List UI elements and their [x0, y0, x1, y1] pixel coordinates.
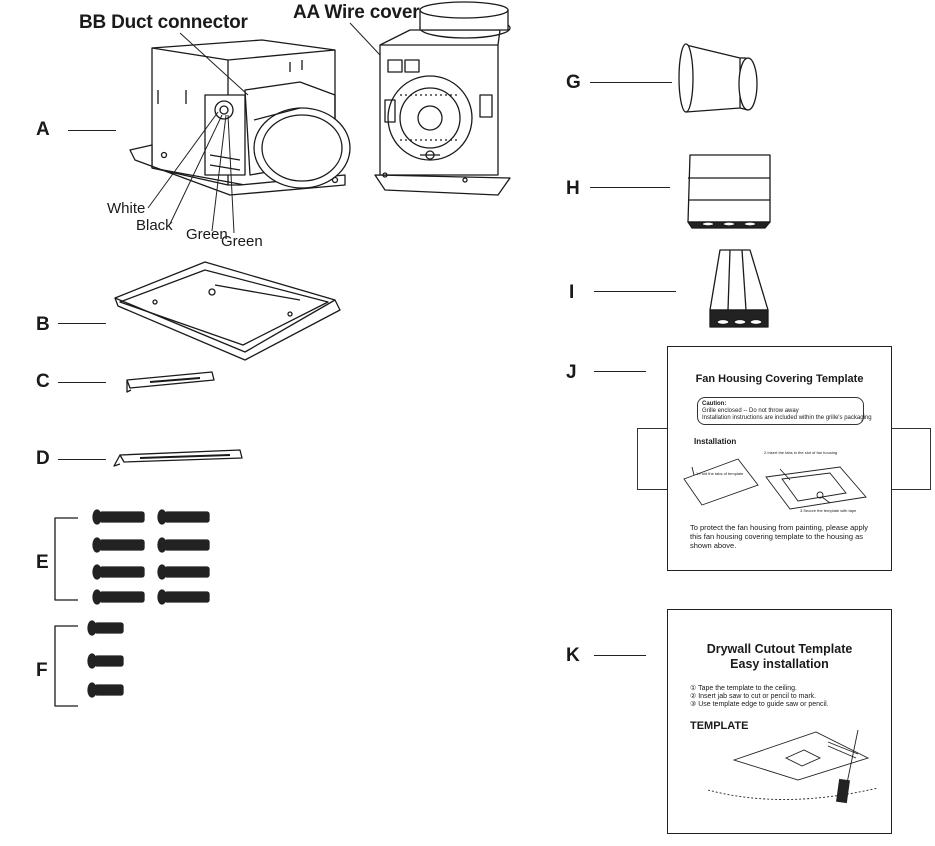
wire-white-label: White — [107, 200, 146, 217]
fan-housing-covering-template: Fan Housing Covering Template Caution: G… — [667, 346, 892, 571]
part-letter-h: H — [566, 178, 580, 199]
duct-adapter-g — [678, 43, 758, 113]
part-h — [687, 154, 771, 229]
caution-line: Grille enclosed -- Do not throw away — [702, 408, 799, 414]
part-letter-g: G — [566, 72, 581, 93]
part-letter-f: F — [36, 660, 48, 681]
part-letter-i: I — [569, 282, 575, 303]
bracket-line-f — [54, 625, 78, 707]
screws-f — [87, 620, 124, 698]
part-letter-e: E — [36, 552, 49, 573]
drywall-step-1: ① Tape the template to the ceiling. — [690, 685, 797, 692]
drywall-step-2: ② Insert jab saw to cut or pencil to mar… — [690, 693, 817, 700]
template-word: TEMPLATE — [690, 720, 749, 732]
part-i — [709, 249, 769, 328]
install-step-3: 3.Secure the template with tape — [800, 508, 857, 513]
drywall-cutout-template: Drywall Cutout Template Easy installatio… — [667, 609, 892, 834]
drywall-diagram — [707, 729, 878, 804]
part-letter-a: A — [36, 119, 50, 140]
installation-heading: Installation — [694, 437, 737, 446]
callout-line — [58, 323, 106, 324]
drywall-template-title: Drywall Cutout Template — [706, 642, 853, 656]
fan-housing-inner — [374, 1, 511, 196]
part-letter-d: D — [36, 448, 50, 469]
screws-e — [92, 509, 210, 605]
callout-line — [68, 130, 116, 131]
part-letter-b: B — [36, 314, 50, 335]
template-title: Fan Housing Covering Template — [695, 373, 864, 385]
part-letter-j: J — [566, 362, 577, 383]
wire-green-label: Green — [221, 233, 263, 250]
wire-green-label: Green — [186, 226, 228, 243]
install-step-2: 2.Insert the tabs in the slot of fan hou… — [764, 450, 838, 455]
callout-line — [590, 187, 670, 188]
wire-black-label: Black — [136, 217, 173, 234]
duct-connector-label: BB Duct connector — [79, 12, 248, 33]
caution-line: Installation instructions are included w… — [702, 415, 872, 421]
drywall-template-subtitle: Easy installation — [730, 657, 829, 671]
callout-line — [594, 655, 646, 656]
callout-line — [590, 82, 672, 83]
callout-line — [594, 371, 646, 372]
bracket-line-e — [54, 517, 78, 601]
drywall-step-3: ③ Use template edge to guide saw or penc… — [690, 701, 829, 708]
callout-line — [58, 382, 106, 383]
caution-box: Caution: Grille enclosed -- Do not throw… — [697, 397, 872, 425]
callout-line — [58, 459, 106, 460]
wire-cover-label: AA Wire cover — [293, 2, 420, 23]
template-footer-text: To protect the fan housing from painting… — [690, 523, 869, 550]
callout-line — [594, 291, 676, 292]
part-letter-c: C — [36, 371, 50, 392]
bracket-d — [113, 449, 243, 467]
install-step-1: 1.Fold the tabs of template — [696, 471, 744, 476]
grille-b — [114, 261, 341, 361]
installation-diagram — [683, 458, 867, 510]
fan-housing-a — [129, 39, 351, 196]
part-letter-k: K — [566, 645, 580, 666]
caution-heading: Caution: — [702, 401, 727, 407]
bracket-c — [126, 371, 215, 393]
